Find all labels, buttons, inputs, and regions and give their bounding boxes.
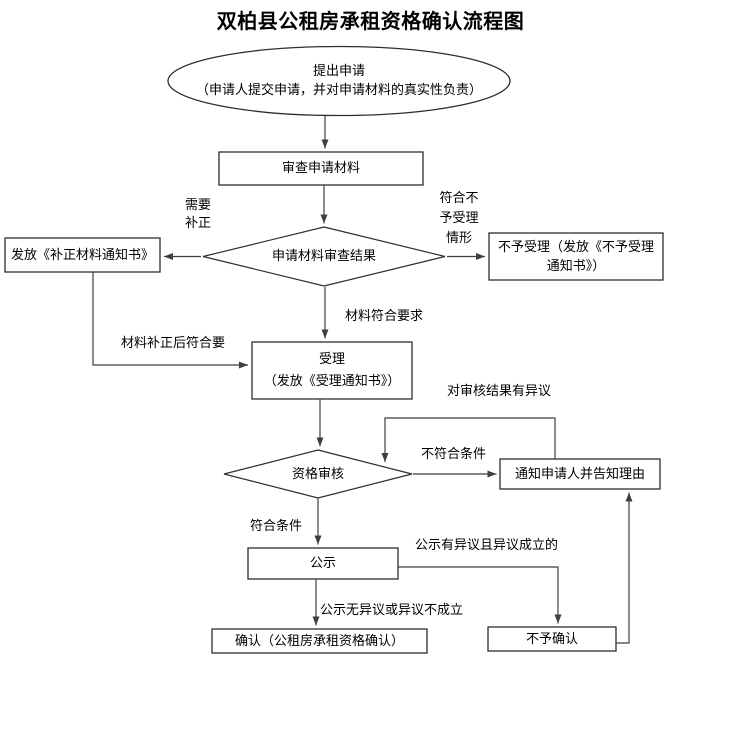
edge-label-not-qualified: 不符合条件 <box>421 447 487 462</box>
need-supplement-line2: 补正 <box>184 216 211 231</box>
arrow-supplement-to-accept <box>92 272 248 369</box>
node-accept-text: 受理 （发放《受理通知书》） <box>252 342 412 399</box>
not-confirm-box <box>487 626 617 652</box>
notify-box <box>499 458 661 490</box>
start-line2: （申请人提交申请，并对申请材料的真实性负责） <box>195 83 482 98</box>
reject-case-line2: 予受理 <box>439 211 479 226</box>
reject-case-line3: 情形 <box>445 231 472 246</box>
arrow-notconfirm-to-notify <box>616 492 633 644</box>
edge-label-reject-case: 符合不 予受理 情形 <box>430 189 488 249</box>
node-start-text: 提出申请 （申请人提交申请，并对申请材料的真实性负责） <box>168 47 510 115</box>
node-qualification-review-text: 资格审核 <box>291 466 344 482</box>
reject-accept-line2: 通知书》） <box>546 258 606 274</box>
edge-label-publicity-objection: 公示有异议且异议成立的 <box>415 538 559 553</box>
node-notify-text: 通知申请人并告知理由 <box>514 466 645 482</box>
node-publicity-text: 公示 <box>309 556 336 571</box>
edge-label-need-supplement: 需要 补正 <box>172 197 224 233</box>
arrow-notify-loop-to-qualification <box>381 417 556 462</box>
reject-accept-box <box>488 232 664 281</box>
node-reject-accept-text: 不予受理（发放《不予受理 通知书》） <box>489 233 663 280</box>
arrow-publicity-to-notconfirm <box>398 566 562 624</box>
edge-label-material-ok: 材料符合要求 <box>345 309 424 324</box>
supplement-box <box>4 237 161 273</box>
node-review-text: 审查申请材料 <box>281 161 360 176</box>
start-ellipse <box>167 45 511 117</box>
node-supplement-text: 发放《补正材料通知书》 <box>10 247 154 263</box>
review-box <box>218 151 424 186</box>
need-supplement-line1: 需要 <box>184 198 211 213</box>
review-result-diamond <box>202 226 446 287</box>
edge-label-supplemented-ok: 材料补正后符合要 <box>121 336 226 351</box>
accept-line2: （发放《受理通知书》） <box>263 373 401 389</box>
edge-label-publicity-no-objection: 公示无异议或异议不成立 <box>320 603 464 618</box>
node-confirm-text: 确认（公租房承租资格确认） <box>234 633 404 649</box>
reject-accept-line1: 不予受理（发放《不予受理 <box>497 239 654 255</box>
start-line1: 提出申请 <box>312 64 365 79</box>
edge-label-objection-to-result: 对审核结果有异议 <box>447 384 552 399</box>
node-not-confirm-text: 不予确认 <box>525 631 578 647</box>
reject-case-line1: 符合不 <box>439 191 479 206</box>
edge-label-qualified: 符合条件 <box>250 519 303 534</box>
accept-line1: 受理 <box>318 351 345 367</box>
confirm-box <box>211 628 428 654</box>
publicity-box <box>247 547 399 580</box>
flowchart-title: 双柏县公租房承租资格确认流程图 <box>216 9 525 33</box>
accept-box <box>251 341 413 400</box>
node-review-result-text: 申请材料审查结果 <box>271 249 376 264</box>
